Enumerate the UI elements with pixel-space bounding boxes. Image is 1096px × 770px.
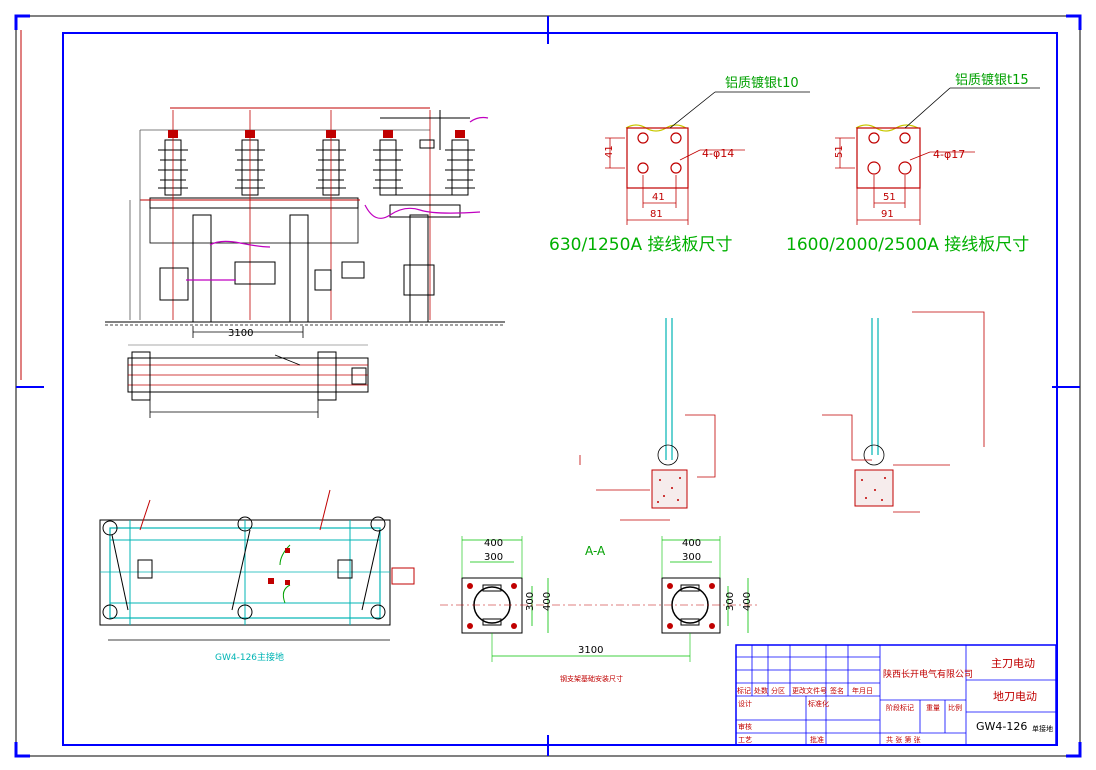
foundation-detail-right	[822, 311, 985, 513]
heading-plate-630: 630/1250A 接线板尺寸	[549, 235, 732, 255]
plate-right-dim-outer: 91	[881, 209, 894, 220]
tb-sheet-info: 共 张 第 张	[886, 735, 921, 744]
tb-drawing-number-suffix: 单接地	[1032, 724, 1053, 733]
tb-row-label-change: 更改文件号	[792, 686, 827, 695]
plate-right-dim-inner: 51	[883, 192, 896, 203]
front-span-dim: 3100	[228, 328, 253, 339]
aa-spacing-dim: 3100	[578, 645, 603, 656]
aa-right-dim-side-400: 400	[742, 592, 753, 611]
tb-row-label-count: 处数	[754, 686, 768, 695]
tb-scale: 比例	[948, 703, 962, 712]
tb-title-2: 地刀电动	[993, 690, 1037, 703]
plate-left-dim-outer: 81	[650, 209, 663, 220]
title-block: 陕西长开电气有限公司 主刀电动 地刀电动 GW4-126 单接地 标记 处数 分…	[735, 644, 1057, 746]
aa-right-dim-top-400: 400	[682, 538, 701, 549]
tb-design: 设计	[738, 699, 752, 708]
plate-left-material: 铝质镀银t10	[725, 75, 799, 91]
plate-right-material: 铝质镀银t15	[955, 72, 1029, 88]
tb-approve: 批准	[810, 735, 824, 744]
tb-title-1: 主刀电动	[991, 657, 1035, 670]
base-note: 钢支架基础安装尺寸	[560, 674, 623, 683]
front-elevation-view: 3100	[105, 107, 505, 339]
tb-standard: 标准化	[808, 699, 829, 708]
drawing-frame	[14, 14, 1082, 758]
aa-left-dim-side-400: 400	[542, 592, 553, 611]
tb-stage-mark: 阶段标记	[886, 703, 914, 712]
plate-left-holes: 4-φ14	[702, 147, 734, 160]
section-aa: A-A 400 300 300 400 400 30	[440, 536, 760, 683]
grounding-caption: GW4-126主接地	[215, 651, 284, 663]
tb-row-label-date: 年月日	[852, 686, 873, 695]
plate-right-holes: 4-φ17	[933, 148, 965, 161]
tb-company: 陕西长开电气有限公司	[883, 668, 973, 680]
plate-left-dim-inner: 41	[652, 192, 665, 203]
foundation-detail-left	[579, 318, 716, 521]
plate-left-dim-h: 41	[604, 145, 615, 158]
grounding-view: GW4-126主接地	[99, 489, 415, 663]
section-label: A-A	[585, 544, 606, 558]
aa-right-dim-side-300: 300	[725, 592, 736, 611]
aa-left-dim-top-300: 300	[484, 552, 503, 563]
tb-row-label-zone: 分区	[771, 686, 785, 695]
terminal-plate-left: 铝质镀银t10 4-φ14 41 41 81	[604, 75, 810, 225]
plate-right-dim-h: 51	[834, 145, 845, 158]
tb-process: 工艺	[738, 736, 752, 744]
aa-left-dim-top-400: 400	[484, 538, 503, 549]
terminal-plate-right: 铝质镀银t15 4-φ17 51 51 91	[834, 72, 1040, 225]
plan-view	[127, 344, 369, 418]
tb-drawing-number: GW4-126	[976, 720, 1027, 733]
tb-weight: 重量	[926, 704, 940, 712]
tb-row-label-mark: 标记	[737, 686, 751, 695]
tb-check: 审核	[738, 722, 752, 731]
aa-right-dim-top-300: 300	[682, 552, 701, 563]
aa-left-dim-side-300: 300	[525, 592, 536, 611]
tb-row-label-sign: 签名	[830, 686, 844, 695]
heading-plate-1600: 1600/2000/2500A 接线板尺寸	[786, 235, 1029, 255]
